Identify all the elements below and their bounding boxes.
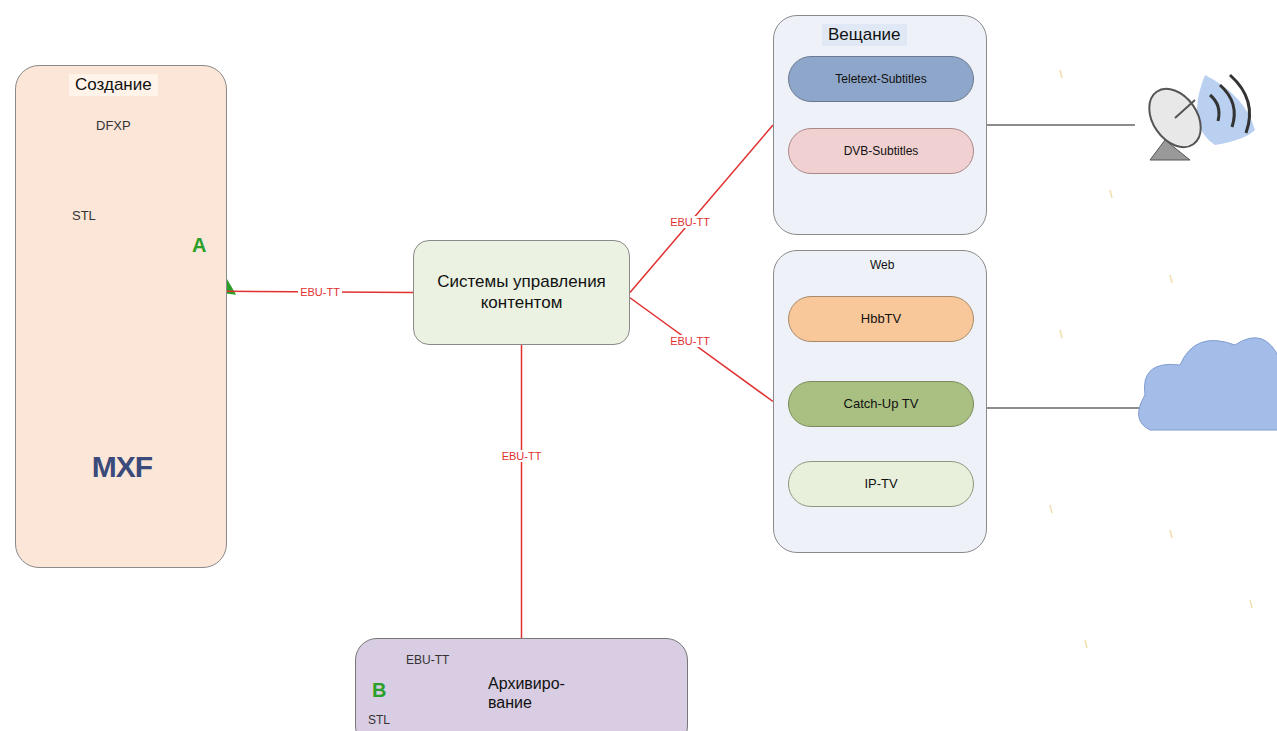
edge-label: EBU-TT: [668, 216, 712, 228]
node-label: IP-TV: [864, 476, 897, 492]
service-pill: Teletext-Subtitles: [788, 56, 974, 102]
connector-line: [630, 298, 773, 402]
group-heading: Web: [864, 257, 900, 273]
group-heading: Вещание: [822, 24, 907, 46]
logo-text: MXF: [74, 450, 170, 484]
group-heading: Создание: [69, 74, 158, 96]
format-label: DFXP: [96, 118, 131, 133]
group-box: Системы управления контентом: [413, 240, 630, 345]
format-label: EBU-TT: [406, 653, 449, 667]
format-label: STL: [368, 713, 390, 727]
node-label: HbbTV: [861, 311, 901, 327]
node-label: Teletext-Subtitles: [835, 72, 926, 86]
service-pill: IP-TV: [788, 461, 974, 507]
group-box: Архивиро- вание EBU-TT STL B: [355, 638, 688, 731]
format-label: STL: [72, 208, 96, 223]
service-pill: Catch-Up TV: [788, 381, 974, 427]
callout-letter: B: [372, 679, 386, 702]
node-label: Архивиро- вание: [488, 674, 560, 712]
edge-label: EBU-TT: [500, 450, 544, 462]
node-label: Catch-Up TV: [844, 396, 919, 412]
callout-letter: A: [192, 234, 206, 257]
cloud-icon: [1139, 338, 1277, 430]
connector-line: [521, 345, 523, 638]
group-box: СозданиеDFXP STL A MXF: [15, 65, 227, 568]
node-label: DVB-Subtitles: [844, 144, 919, 158]
group-box: ВещаниеTeletext-SubtitlesDVB-Subtitles: [773, 15, 987, 235]
group-box: WebHbbTV Catch-Up TV IP-TV: [773, 250, 987, 553]
node-label: Системы управления контентом: [424, 272, 619, 313]
sparkles: [1050, 70, 1252, 648]
service-pill: DVB-Subtitles: [788, 128, 974, 174]
edge-label: EBU-TT: [668, 335, 712, 347]
satellite-dish: [1139, 75, 1255, 160]
connector-line: [630, 125, 773, 293]
service-pill: HbbTV: [788, 296, 974, 342]
edge-label: EBU-TT: [298, 286, 342, 298]
